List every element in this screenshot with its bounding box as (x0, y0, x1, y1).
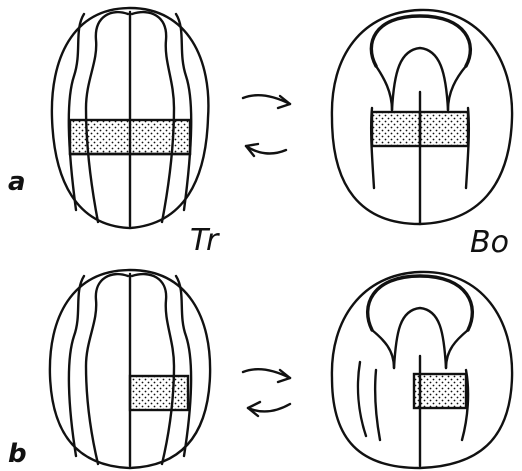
lateral-fold-left-inner (375, 370, 380, 440)
embryo-a-right (332, 10, 512, 224)
head-fold-inner-right (446, 330, 468, 368)
arrow-right-b (243, 369, 290, 382)
neural-fold-right-outer (176, 276, 191, 456)
arrow-right-a (243, 95, 290, 108)
arrow-left-b (248, 402, 290, 416)
label-bo: Bo (470, 225, 509, 260)
neural-fold-left-inner (86, 274, 128, 464)
neural-fold-left-outer (69, 276, 84, 456)
head-fold-outer (371, 16, 470, 66)
lateral-fold-left (358, 362, 366, 436)
stippled-band-half (414, 374, 466, 408)
neural-fold-left-outer (69, 14, 84, 210)
stippled-band (70, 120, 190, 154)
head-fold-inner-right (448, 66, 466, 110)
arrow-left-a (246, 144, 286, 156)
head-fold-outer (368, 276, 473, 330)
embryo-b-right (332, 272, 512, 468)
label-row-a: a (8, 167, 26, 197)
neural-fold-right-inner (132, 274, 174, 464)
label-tr: Tr (190, 223, 220, 258)
label-row-b: b (8, 439, 27, 469)
stippled-band-half (130, 376, 188, 410)
head-fold-inner (376, 66, 392, 110)
neural-fold-right-outer (176, 14, 191, 210)
embryo-a-left (52, 8, 209, 228)
embryo-b-left (50, 270, 210, 468)
neural-fold-right-inner (132, 12, 174, 222)
neural-fold-left-inner (86, 12, 128, 222)
head-fold-inner (372, 330, 394, 368)
